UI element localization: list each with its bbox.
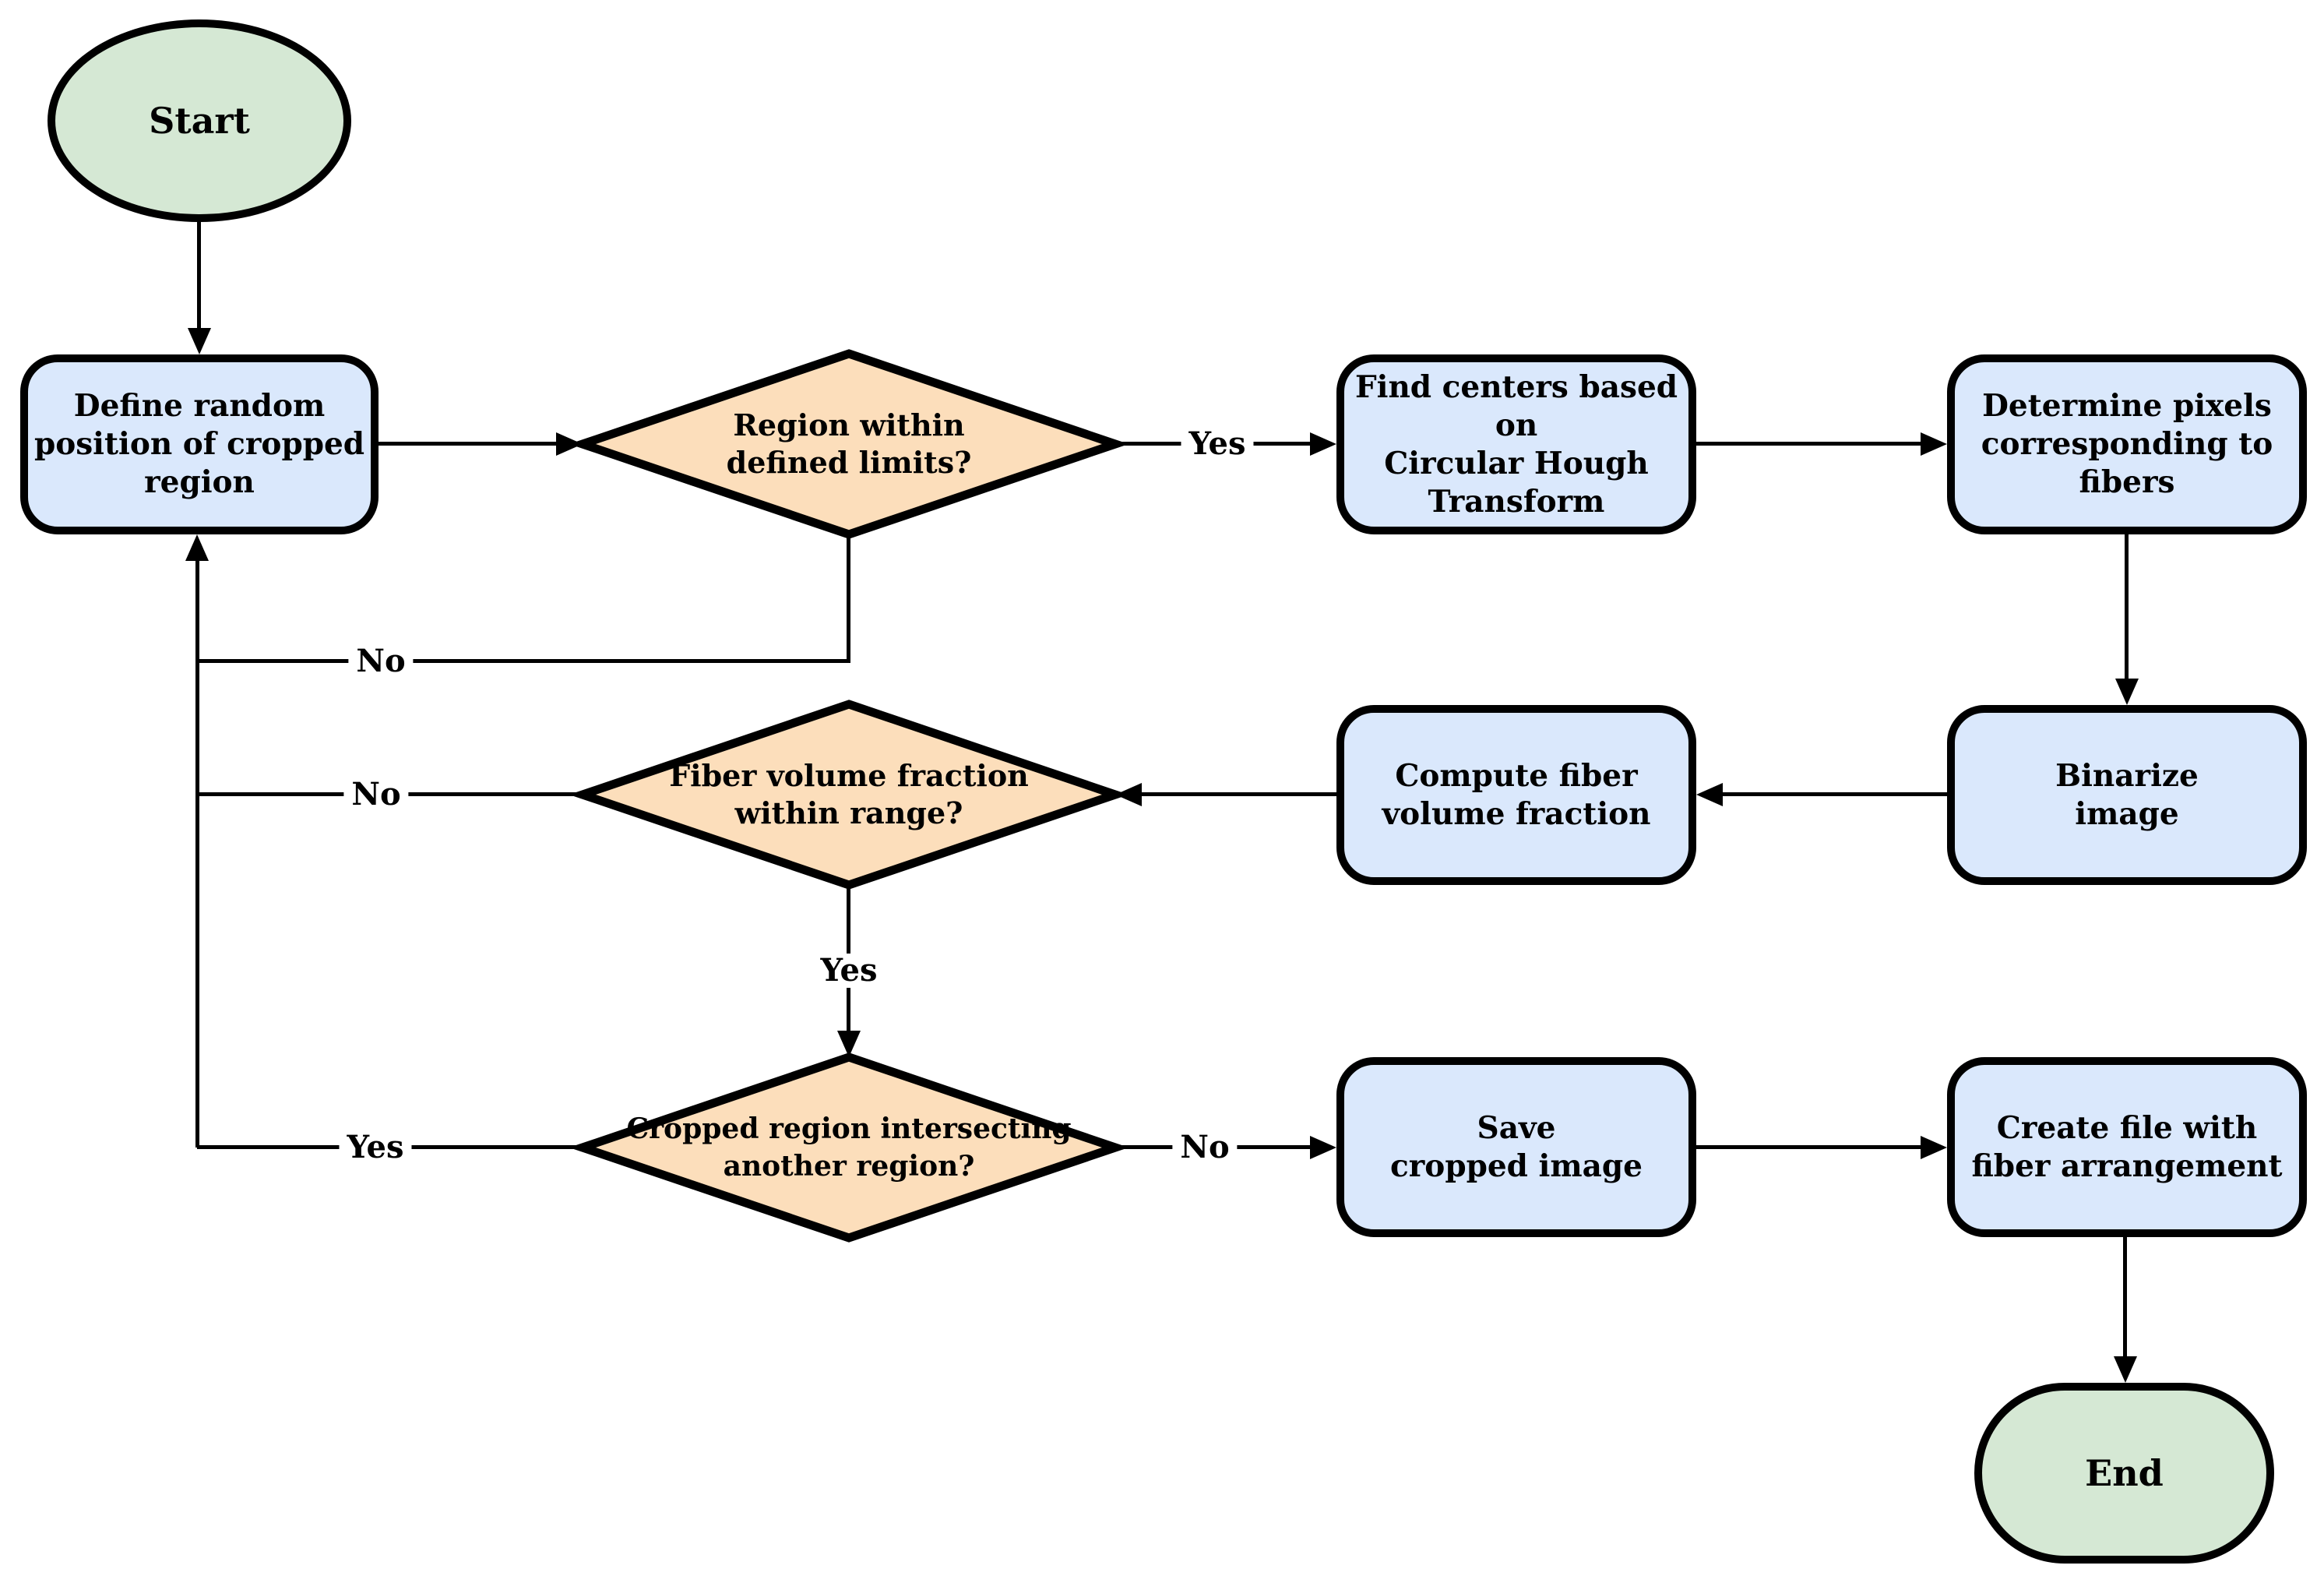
fvf-within-range-shape — [574, 700, 1124, 890]
node-determine-pixels-label: Determine pixels corresponding to fibers — [1981, 388, 2273, 500]
edge-create-end — [2123, 1237, 2127, 1356]
edge-region-no-horizontal — [197, 659, 849, 663]
edge-define-region — [379, 442, 559, 446]
arrowhead-start-define — [188, 328, 211, 354]
node-save-cropped-image: Save cropped image — [1336, 1057, 1696, 1237]
arrowhead-binarize-compute — [1696, 783, 1723, 806]
node-create-file-label: Create file with fiber arrangement — [1971, 1109, 2283, 1184]
node-start-label: Start — [149, 100, 250, 142]
node-save-cropped-image-label: Save cropped image — [1390, 1109, 1643, 1184]
node-create-file: Create file with fiber arrangement — [1947, 1057, 2307, 1237]
node-find-centers: Find centers based on Circular Hough Tra… — [1336, 354, 1696, 534]
edge-start-define — [197, 222, 201, 331]
node-region-within-limits: Region within defined limits? — [574, 345, 1124, 543]
edge-save-create — [1696, 1145, 1921, 1149]
arrowhead-region-yes — [1310, 432, 1336, 456]
node-determine-pixels: Determine pixels corresponding to fibers — [1947, 354, 2307, 534]
cropped-region-intersecting-shape — [574, 1052, 1124, 1243]
arrowhead-save-create — [1921, 1136, 1947, 1159]
node-fvf-within-range-label: Fiber volume fraction within range? — [669, 758, 1029, 830]
node-define-random-position: Define random position of cropped region — [20, 354, 379, 534]
label-region-yes: Yes — [1181, 427, 1254, 461]
edge-determine-binarize — [2125, 534, 2129, 679]
label-fvf-yes: Yes — [812, 954, 886, 988]
arrowhead-create-end — [2114, 1356, 2137, 1383]
node-define-random-position-label: Define random position of cropped region — [33, 388, 365, 500]
arrowhead-determine-binarize — [2115, 679, 2139, 705]
node-region-within-limits-label: Region within defined limits? — [726, 407, 972, 480]
label-intersect-no: No — [1172, 1130, 1238, 1165]
label-region-no: No — [348, 644, 414, 679]
node-end-label: End — [2085, 1452, 2164, 1494]
label-intersect-yes: Yes — [339, 1130, 412, 1165]
node-compute-fiber-volume-fraction-label: Compute fiber volume fraction — [1382, 757, 1651, 832]
node-fvf-within-range: Fiber volume fraction within range? — [574, 696, 1124, 894]
edge-region-no-vertical — [847, 534, 850, 663]
edge-binarize-compute — [1723, 792, 1947, 796]
node-cropped-region-intersecting-label: Cropped region intersecting another regi… — [626, 1112, 1072, 1183]
edge-feedback-trunk — [195, 559, 199, 1148]
node-end: End — [1974, 1383, 2274, 1564]
edge-find-determine — [1696, 442, 1921, 446]
node-start: Start — [48, 19, 351, 222]
node-compute-fiber-volume-fraction: Compute fiber volume fraction — [1336, 705, 1696, 885]
arrowhead-intersect-no — [1310, 1136, 1336, 1159]
node-binarize-image: Binarize image — [1947, 705, 2307, 885]
label-fvf-no: No — [343, 777, 409, 812]
node-find-centers-label: Find centers based on Circular Hough Tra… — [1354, 368, 1678, 520]
arrowhead-find-determine — [1921, 432, 1947, 456]
arrowhead-feedback-define — [185, 534, 209, 561]
node-cropped-region-intersecting: Cropped region intersecting another regi… — [574, 1049, 1124, 1246]
edge-compute-fvf — [1142, 792, 1336, 796]
region-within-limits-shape — [574, 349, 1124, 539]
node-binarize-image-label: Binarize image — [2055, 757, 2199, 832]
